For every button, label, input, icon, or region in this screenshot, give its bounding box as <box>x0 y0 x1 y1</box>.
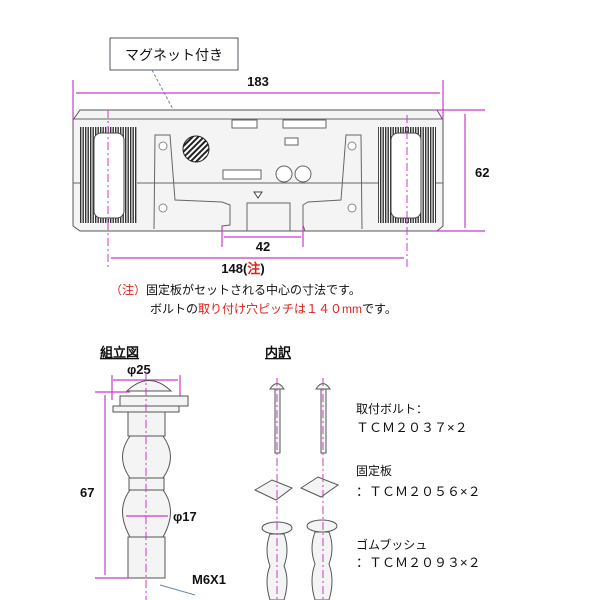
rubber-bushing-icon <box>261 519 338 600</box>
part-name-plate: 固定板 <box>356 463 392 478</box>
callout-text: マグネット付き <box>125 47 223 63</box>
assembly-title: 組立図 <box>100 345 139 360</box>
parts-list: 内訳 取付ボルト： ＴＣＭ２０３７×２ 固定板 ：ＴＣＭ２０５６×２ ゴムブッシ… <box>253 345 481 600</box>
bolt-icon <box>269 383 331 454</box>
dim-length: 67 <box>80 485 94 500</box>
note-line-1: （注）固定板がセットされる中心の寸法です。 <box>110 282 361 297</box>
dim-height: 62 <box>475 165 489 180</box>
dim-pitch: 148(注) <box>221 261 264 276</box>
thread-spec: M6X1 <box>192 572 226 587</box>
part-name-bolt: 取付ボルト： <box>356 402 428 416</box>
part-code-bolt: ＴＣＭ２０３７×２ <box>356 420 468 435</box>
dim-body: φ17 <box>173 509 197 524</box>
fixing-plate-icon <box>253 476 340 501</box>
base-plate-top-view <box>72 109 444 232</box>
parts-title: 内訳 <box>265 345 292 360</box>
part-code-bushing: ：ＴＣＭ２０９３×２ <box>356 555 481 570</box>
part-name-bushing: ゴムブッシュ <box>356 537 427 552</box>
dim-head: φ25 <box>127 362 151 377</box>
top-dimensions: 183 62 42 148(注) <box>72 74 489 276</box>
magnet-icon <box>182 135 210 163</box>
part-code-plate: ：ＴＣＭ２０５６×２ <box>356 484 481 499</box>
dim-center: 42 <box>256 239 270 254</box>
assembly-view: 組立図 φ25 67 φ17 M6X1 <box>80 345 226 600</box>
dim-width: 183 <box>247 74 269 89</box>
magnet-callout: マグネット付き <box>109 37 239 129</box>
note-line-2: ボルトの取り付け穴ピッチは１４０mmです。 <box>150 301 397 316</box>
